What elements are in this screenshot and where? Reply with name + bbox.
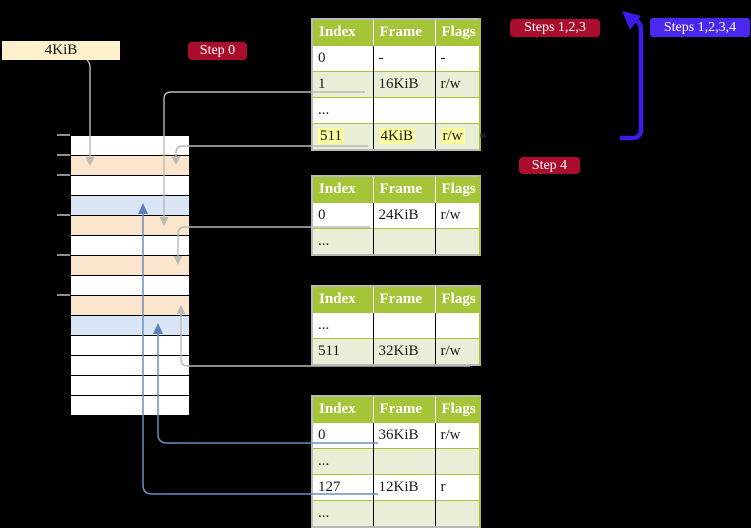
memory-row-peach	[71, 156, 189, 176]
table-header-row: Index Frame Flags	[312, 286, 481, 313]
table-row: 511 32KiB r/w	[312, 338, 481, 365]
arrowhead-upleft-icon	[622, 11, 641, 30]
steps123-badge: Steps 1,2,3	[510, 19, 600, 37]
memory-row-white	[71, 176, 189, 196]
memory-tick	[57, 214, 70, 216]
memory-row-blue	[71, 196, 189, 216]
table-header-row: Index Frame Flags	[312, 176, 481, 203]
header-flags: Flags	[435, 286, 481, 313]
memory-column	[70, 135, 190, 416]
memory-tick	[57, 134, 70, 136]
page-table-level-3: Index Frame Flags ... 511 32KiB r/w	[311, 285, 481, 366]
header-index: Index	[312, 286, 374, 313]
table-row: 1 16KiB r/w	[312, 71, 481, 98]
memory-row-white	[71, 236, 189, 256]
page-table-level-1: Index Frame Flags 0 - - 1 16KiB r/w ... …	[311, 18, 481, 151]
page-table-level-4: Index Frame Flags 0 36KiB r/w ... 127 12…	[311, 395, 481, 528]
memory-row-white	[71, 356, 189, 376]
table-row: ...	[312, 500, 481, 527]
memory-tick	[57, 154, 70, 156]
header-frame: Frame	[373, 176, 436, 203]
table-row: 0 36KiB r/w	[312, 422, 481, 449]
header-frame: Frame	[373, 286, 436, 313]
memory-row-white	[71, 136, 189, 156]
memory-tick	[57, 174, 70, 176]
header-flags: Flags	[435, 396, 481, 423]
table-row-highlighted: 511 4KiB r/w	[312, 123, 481, 150]
memory-row-peach	[71, 216, 189, 236]
table-edge-tick	[480, 133, 486, 138]
steps1234-badge: Steps 1,2,3,4	[650, 18, 750, 37]
memory-row-peach	[71, 296, 189, 316]
table-row: 0 - -	[312, 45, 481, 72]
memory-row-white	[71, 376, 189, 396]
header-frame: Frame	[373, 396, 436, 423]
memory-row-peach	[71, 256, 189, 276]
table-header-row: Index Frame Flags	[312, 19, 481, 46]
header-flags: Flags	[435, 19, 481, 46]
thick-steps-arrow	[620, 16, 644, 141]
table-row: ...	[312, 228, 481, 255]
header-index: Index	[312, 19, 374, 46]
memory-row-blue	[71, 316, 189, 336]
memory-row-white	[71, 276, 189, 296]
table-row: 127 12KiB r	[312, 474, 481, 501]
memory-tick	[57, 294, 70, 296]
memory-tick	[57, 254, 70, 256]
page-size-label: 4KiB	[2, 41, 120, 60]
table-row: ...	[312, 448, 481, 475]
header-index: Index	[312, 396, 374, 423]
memory-row-white	[71, 336, 189, 356]
table-header-row: Index Frame Flags	[312, 396, 481, 423]
step4-badge: Step 4	[519, 157, 580, 174]
page-table-level-2: Index Frame Flags 0 24KiB r/w ...	[311, 175, 481, 256]
step0-badge: Step 0	[188, 42, 247, 60]
header-flags: Flags	[435, 176, 481, 203]
table-row: ...	[312, 97, 481, 124]
table-row: ...	[312, 312, 481, 339]
memory-row-white	[71, 396, 189, 415]
table-row: 0 24KiB r/w	[312, 202, 481, 229]
header-index: Index	[312, 176, 374, 203]
header-frame: Frame	[373, 19, 436, 46]
